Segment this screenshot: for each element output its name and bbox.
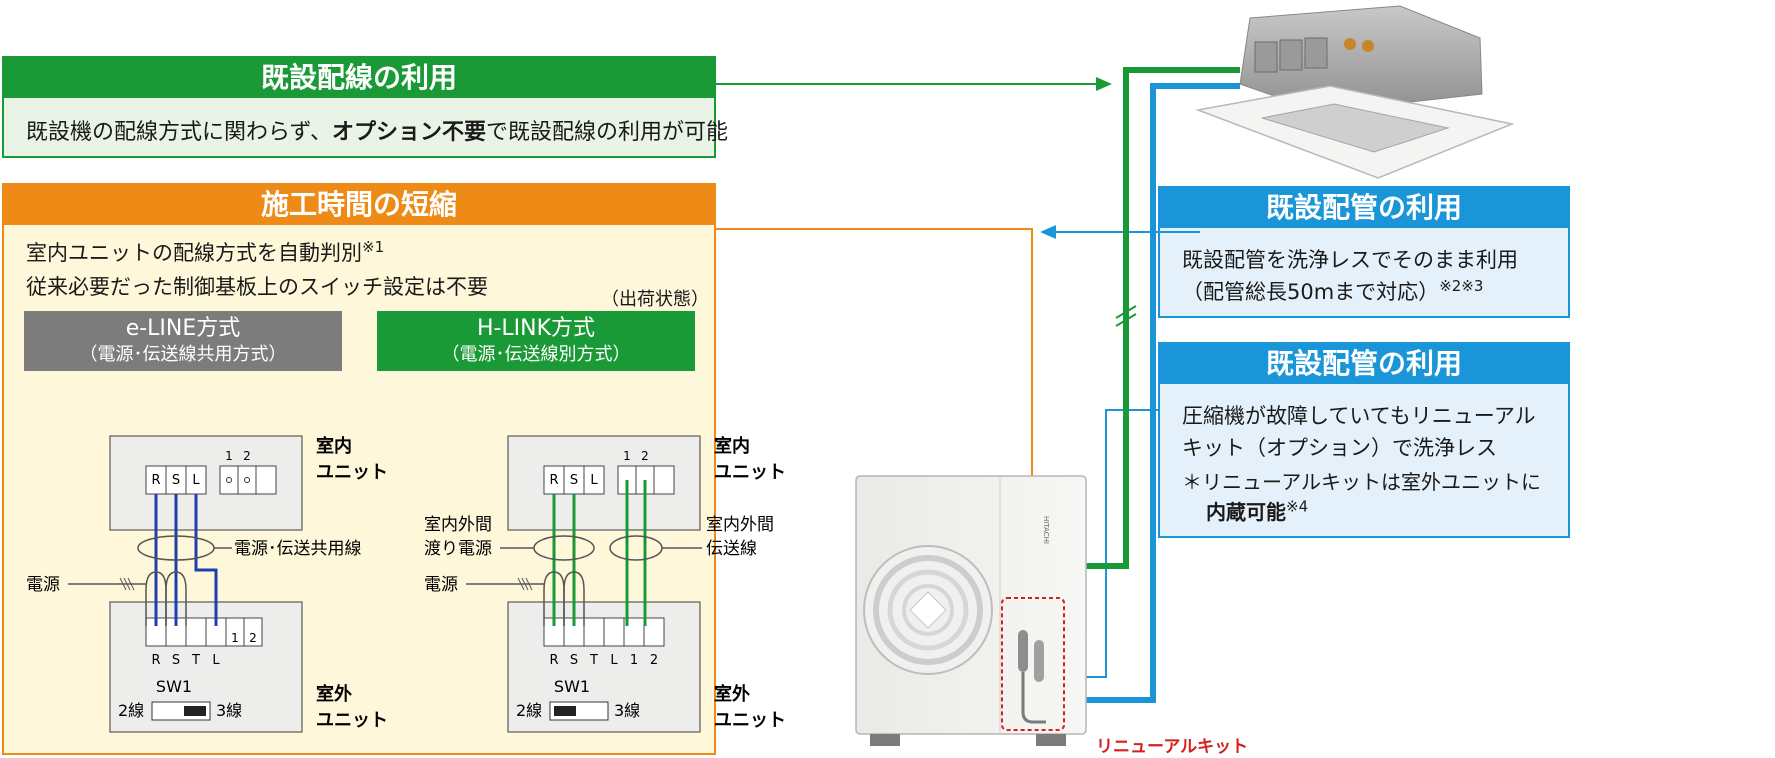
fan-ring-inner: [887, 569, 969, 651]
hlink-subtitle: （電源･伝送線別方式）: [441, 344, 631, 365]
hlink-indoor-label-2: ユニット: [714, 462, 786, 483]
construction-panel: 施工時間の短縮 室内ユニットの配線方式を自動判別※1 従来必要だった制御基板上の…: [2, 183, 716, 755]
renewal-kit-label: リニューアルキット: [1096, 737, 1248, 757]
wiring-title: 既設配線の利用: [4, 58, 714, 98]
piping2-arrow-line: [1052, 409, 1158, 678]
cassette-fitting-2: [1362, 40, 1374, 52]
kit-cylinder-1: [1018, 630, 1028, 672]
cassette-box-3: [1304, 37, 1328, 69]
construction-line1: 室内ユニットの配線方式を自動判別※1: [26, 237, 384, 267]
cassette-fitting-1: [1344, 38, 1356, 50]
wiring-panel: 既設配線の利用 既設機の配線方式に関わらず、オプション不要で既設配線の利用が可能: [2, 56, 728, 158]
kit-cylinder-2: [1034, 640, 1044, 682]
piping1-title: 既設配管の利用: [1160, 188, 1568, 228]
wiring-description: 既設機の配線方式に関わらず、オプション不要で既設配線の利用が可能: [26, 114, 728, 146]
construction-arrow-head: [1025, 482, 1039, 498]
piping2-arrow-head: [1040, 670, 1056, 684]
piping2-line1: 圧縮機が故障していてもリニューアル: [1182, 404, 1536, 428]
outdoor-fan: [863, 545, 993, 675]
wiring-text-bold: オプション不要: [332, 120, 487, 145]
cassette-panel: [1195, 85, 1515, 179]
piping2-title: 既設配管の利用: [1160, 344, 1568, 384]
renewal-kit-outline: [1001, 597, 1065, 731]
kit-pipe: [1021, 672, 1046, 724]
connector-lines: [716, 77, 1200, 684]
note-2-3: ※2※3: [1439, 277, 1484, 295]
hlink-indoor-label-1: 室内: [714, 435, 750, 457]
piping1-arrow-head: [1040, 225, 1056, 239]
break-mark-2: [1115, 313, 1137, 327]
shipping-state-label: （出荷状態）: [601, 289, 709, 310]
hlink-outdoor-label-1: 室外: [714, 683, 750, 705]
outdoor-foot-1: [870, 734, 900, 746]
piping-panel-1: 既設配管の利用 既設配管を洗浄レスでそのまま利用 （配管総長50mまで対応）※2…: [1158, 186, 1570, 318]
brand-logo: HITACHI: [1042, 516, 1050, 544]
outdoor-foot-2: [1036, 734, 1066, 746]
outdoor-unit: HITACHI: [855, 475, 1087, 746]
break-mark-1: [1115, 305, 1137, 319]
construction-arrow-line: [716, 228, 1033, 486]
construction-title: 施工時間の短縮: [4, 185, 714, 225]
eline-header: e-LINE方式 （電源･伝送線共用方式）: [24, 311, 342, 371]
hlink-right-label-1: 室内外間: [706, 515, 774, 535]
construction-line1-text: 室内ユニットの配線方式を自動判別: [26, 241, 362, 265]
cassette-grille: [1261, 103, 1450, 153]
fan-hub: [909, 591, 947, 629]
wiring-arrow-head: [1096, 77, 1112, 91]
ceiling-cassette-unit: [1195, 5, 1515, 179]
piping1-line2-text: （配管総長50mまで対応）: [1182, 280, 1440, 304]
note-1: ※1: [362, 238, 385, 256]
cassette-body: [1239, 5, 1483, 113]
piping1-line2: （配管総長50mまで対応）※2※3: [1182, 276, 1483, 306]
fan-ring: [873, 555, 983, 665]
hlink-outdoor-label-2: ユニット: [714, 710, 786, 731]
piping2-line2: キット（オプション）で洗浄レス: [1182, 436, 1497, 460]
cassette-box-1: [1254, 41, 1278, 73]
piping-panel-2: 既設配管の利用 圧縮機が故障していてもリニューアル キット（オプション）で洗浄レ…: [1158, 342, 1570, 538]
piping2-line3: ＊リニューアルキットは室外ユニットに: [1182, 470, 1541, 494]
eline-title: e-LINE方式: [125, 316, 241, 341]
note-4: ※4: [1286, 497, 1309, 516]
cassette-box-2: [1279, 39, 1303, 71]
piping1-line1: 既設配管を洗浄レスでそのまま利用: [1182, 248, 1518, 272]
outdoor-body: [855, 475, 1087, 735]
construction-line2: 従来必要だった制御基板上のスイッチ設定は不要: [26, 275, 488, 299]
piping2-line4: 内蔵可能※4: [1206, 496, 1308, 525]
fan-ring-core: [902, 584, 954, 636]
piping2-line4-text: 内蔵可能: [1206, 500, 1286, 524]
fan-outer: [863, 545, 993, 675]
wiring-text-post: で既設配線の利用が可能: [486, 120, 729, 145]
wiring-text-pre: 既設機の配線方式に関わらず、: [26, 120, 333, 145]
hlink-header: H-LINK方式 （電源･伝送線別方式）: [377, 311, 695, 371]
eline-subtitle: （電源･伝送線共用方式）: [79, 344, 287, 365]
hlink-title: H-LINK方式: [476, 316, 596, 341]
